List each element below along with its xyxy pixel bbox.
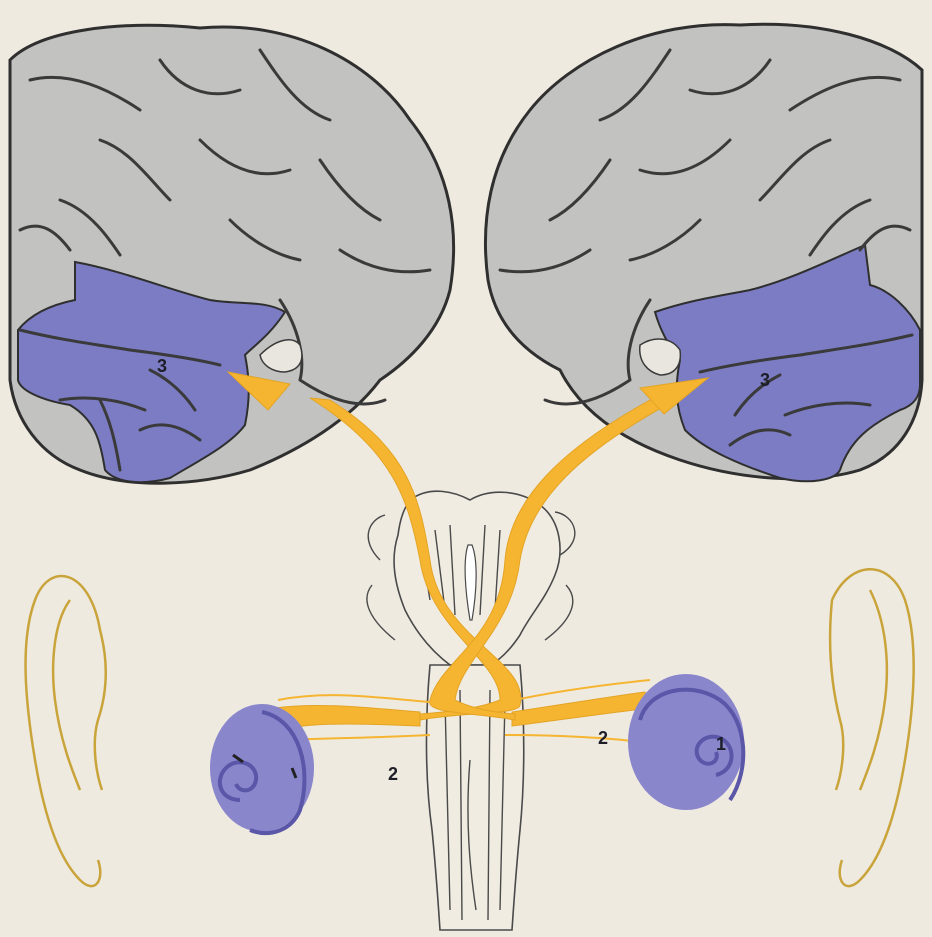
label-nerve-right: 2	[598, 728, 608, 748]
label-cortex-left: 3	[157, 356, 167, 376]
label-nerve-left: 2	[388, 764, 398, 784]
right-cochlea	[628, 674, 744, 810]
label-cortex-right: 3	[760, 370, 770, 390]
label-cochlea-right: 1	[716, 734, 726, 754]
